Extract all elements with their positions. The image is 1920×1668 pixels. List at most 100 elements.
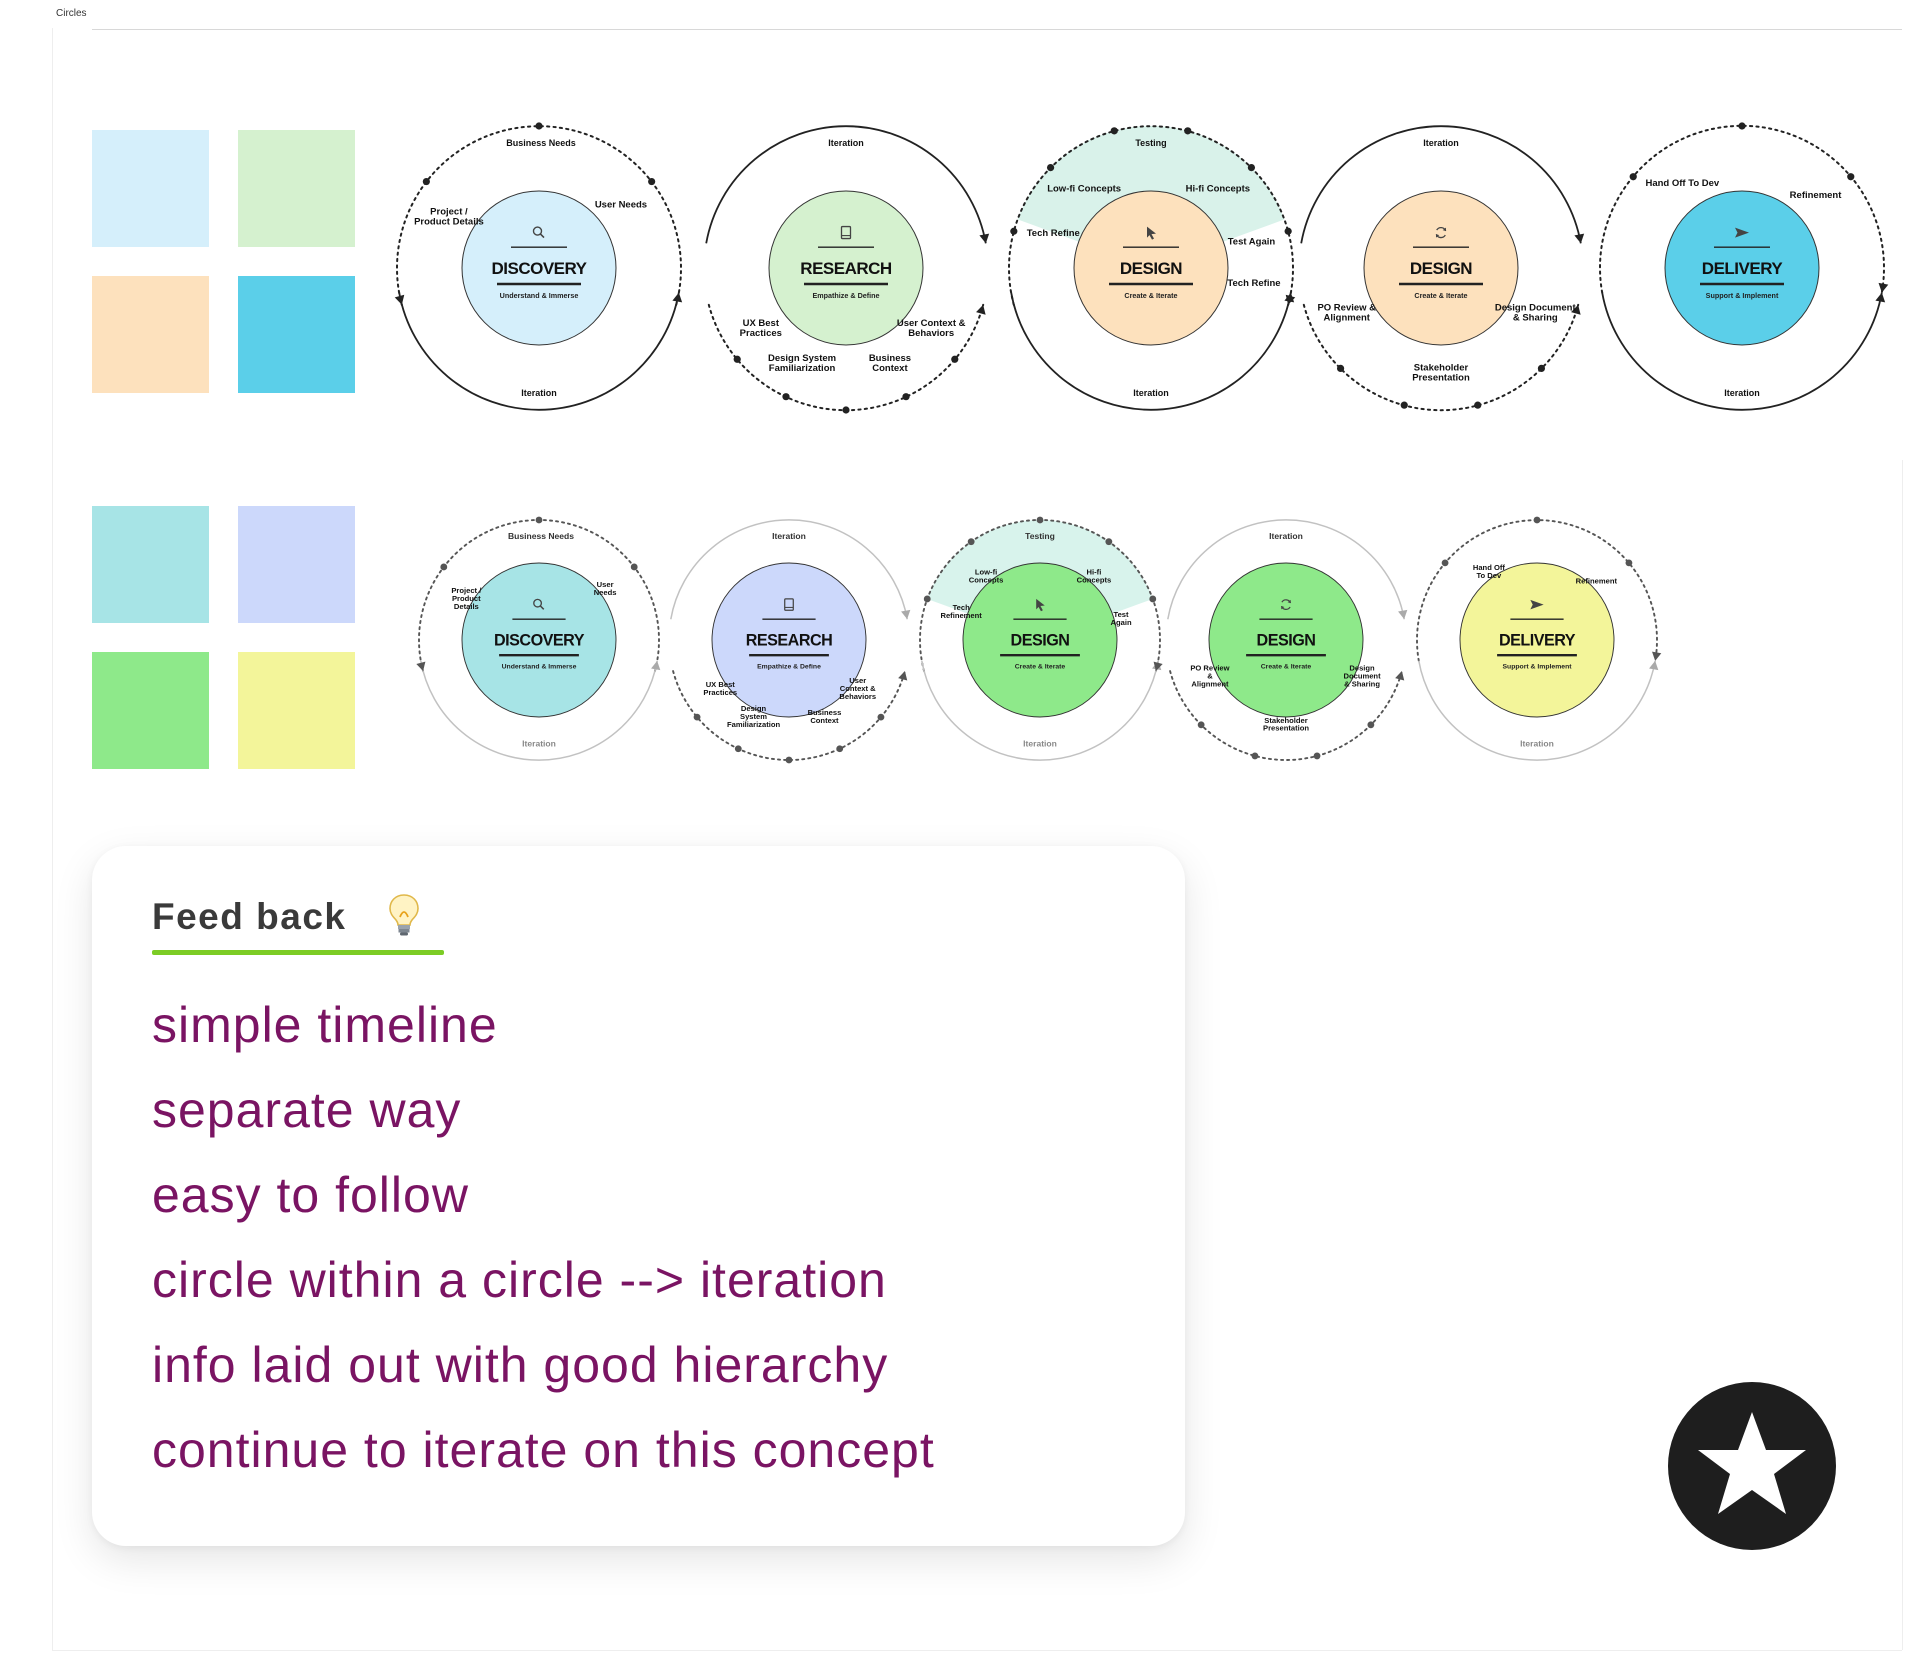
arrowhead	[1649, 660, 1659, 671]
color-swatch[interactable]	[92, 276, 209, 393]
arrowhead	[1398, 609, 1408, 620]
milestone-dot	[1247, 163, 1256, 172]
color-swatch[interactable]	[92, 130, 209, 247]
milestone-dot	[1537, 364, 1546, 373]
activity-path	[672, 670, 906, 761]
arrowhead	[1878, 282, 1889, 293]
color-swatch[interactable]	[238, 276, 355, 393]
feedback-item: circle within a circle --> iteration	[152, 1252, 887, 1308]
stage-subtitle: Support & Implement	[1706, 291, 1779, 300]
feedback-title: Feed back	[152, 896, 347, 937]
color-swatch[interactable]	[238, 652, 355, 769]
stage-top-label: Business Needs	[508, 531, 574, 541]
milestone-dot	[967, 538, 975, 546]
color-swatch[interactable]	[92, 506, 209, 623]
arrowhead	[1285, 294, 1296, 305]
iteration-path	[398, 292, 680, 411]
activity-label: Design Document& Sharing	[1495, 303, 1577, 324]
stage-circle	[768, 190, 924, 346]
activity-path	[1169, 670, 1403, 761]
arrowhead	[979, 233, 990, 244]
activity-label: Project /Product Details	[414, 207, 484, 228]
stage-circle	[962, 562, 1118, 718]
milestone-dot	[1847, 173, 1855, 181]
milestone-dot	[422, 177, 430, 186]
feedback-card[interactable]: Feed back simple timeline separate way e…	[92, 846, 1185, 1546]
milestone-dot	[1010, 227, 1018, 235]
milestone-dot	[1105, 538, 1113, 546]
search-icon	[533, 598, 545, 610]
feedback-item: info laid out with good hierarchy	[152, 1337, 889, 1393]
milestone-dot	[877, 713, 885, 721]
iteration-path	[1300, 125, 1582, 244]
stage-bottom-label: Iteration	[1520, 739, 1554, 749]
stage-subtitle: Empathize & Define	[757, 664, 821, 671]
stage-bottom-label: Iteration	[1724, 388, 1760, 398]
milestone-dot	[1313, 752, 1321, 760]
arrowhead	[898, 671, 908, 681]
stage-top-label: Iteration	[1423, 138, 1459, 148]
milestone-dot	[1625, 559, 1633, 567]
activity-label: User Context &Behaviors	[897, 318, 966, 339]
frame-border-left	[52, 28, 53, 1650]
color-swatch[interactable]	[238, 506, 355, 623]
milestone-dot	[1629, 173, 1637, 181]
activity-label: Tech Refine	[1227, 278, 1280, 289]
feedback-title-underline	[152, 950, 444, 955]
send-icon	[1530, 599, 1544, 610]
iteration-path	[921, 660, 1159, 761]
color-swatch[interactable]	[92, 652, 209, 769]
stage-title: DESIGN	[1257, 632, 1316, 650]
feedback-list: simple timeline separate way easy to fol…	[152, 998, 935, 1508]
stage-title: DISCOVERY	[491, 259, 587, 278]
color-swatch[interactable]	[238, 130, 355, 247]
stage-subtitle: Empathize & Define	[812, 291, 879, 300]
book-icon	[840, 225, 852, 240]
activity-label: Hand Off To Dev	[1645, 178, 1719, 189]
feedback-item: simple timeline	[152, 997, 498, 1053]
arrowhead	[1574, 233, 1585, 244]
milestone-dot	[836, 745, 844, 753]
activity-label: Refinement	[1576, 576, 1618, 585]
milestone-dot	[782, 393, 790, 401]
send-icon	[1735, 227, 1749, 238]
iteration-path	[670, 519, 908, 620]
iteration-path	[1418, 660, 1656, 761]
frame-border-bottom	[52, 1650, 1902, 1651]
cursor-icon	[1147, 226, 1156, 240]
feedback-item: separate way	[152, 1082, 462, 1138]
frame-border-right	[1902, 460, 1903, 1650]
star-icon	[1698, 1412, 1806, 1514]
stage-circle	[1363, 190, 1519, 346]
stage-top-label: Iteration	[1269, 531, 1303, 541]
star-badge-button[interactable]	[1668, 1382, 1836, 1550]
iteration-path	[420, 660, 658, 761]
iteration-path	[1601, 292, 1883, 411]
stage-subtitle: Create & Iterate	[1015, 664, 1066, 671]
arrowhead	[394, 294, 405, 305]
stage-bottom-label: Iteration	[522, 739, 556, 749]
stage-title: RESEARCH	[746, 632, 833, 650]
stage-subtitle: Support & Implement	[1502, 664, 1572, 671]
